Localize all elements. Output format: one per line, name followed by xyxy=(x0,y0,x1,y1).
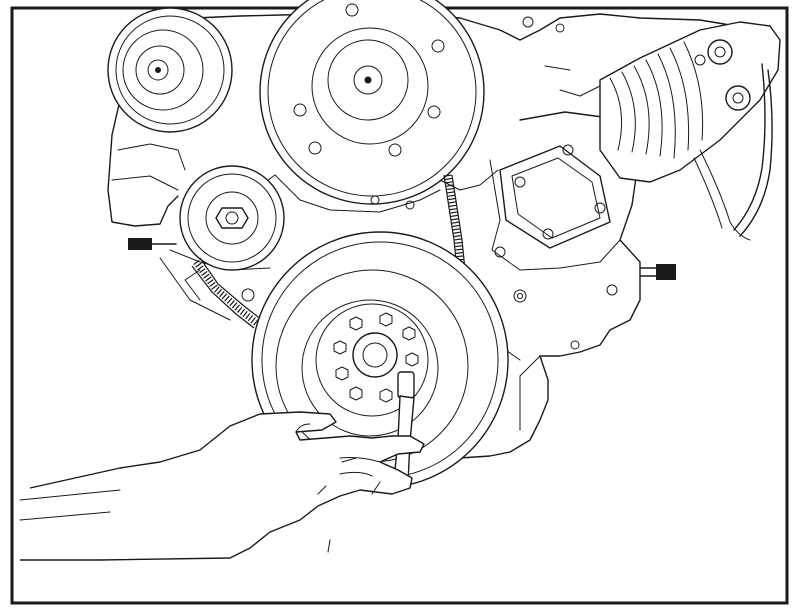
alternator-pulley xyxy=(107,7,233,133)
hand-icon xyxy=(19,411,425,561)
tensioner-pulley xyxy=(179,165,285,302)
left-stud xyxy=(128,238,177,250)
engine-block xyxy=(107,12,779,459)
intake-hose xyxy=(522,16,781,183)
upper-pulley xyxy=(259,0,485,210)
pulley-bolts xyxy=(333,312,419,403)
wiring-harness xyxy=(639,63,773,280)
cover-plate xyxy=(494,144,618,350)
